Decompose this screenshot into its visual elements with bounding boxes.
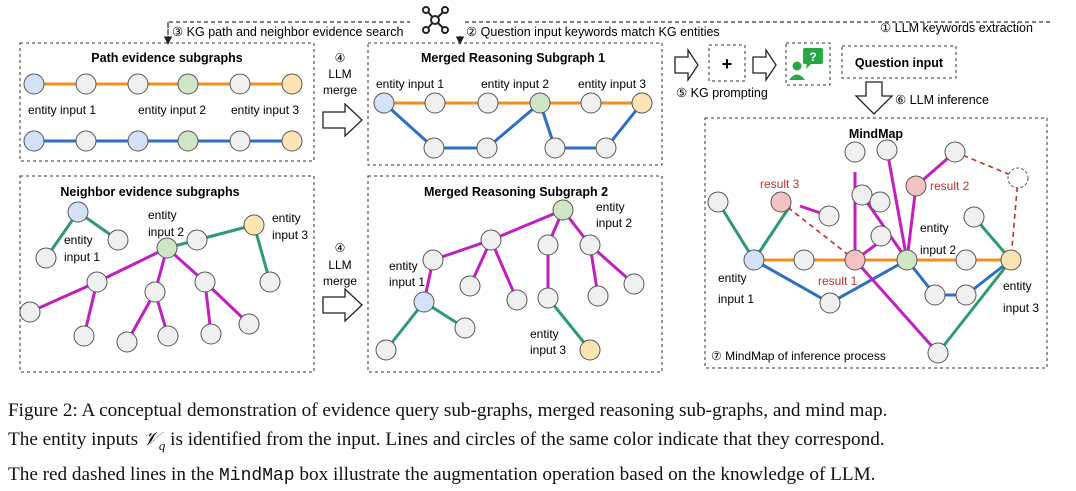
caption-line-3: The red dashed lines in the MindMap box …: [8, 463, 876, 486]
mindmap-panel: [704, 117, 1048, 369]
merged2-entity-1a: entity: [389, 259, 418, 273]
person-chat-icon: ?: [789, 48, 823, 80]
merged2-entity-2b: input 2: [596, 216, 632, 230]
mindmap-dashed-edges: [780, 151, 1019, 261]
mindmap-entity-1b: input 1: [718, 292, 754, 306]
path-nodes: [23, 73, 303, 152]
caption-line-2: The entity inputs 𝒱q is identified from …: [8, 429, 885, 453]
llm-merge-1: ④ LLM merge: [322, 51, 363, 138]
neighbor-entity-1b: input 1: [64, 250, 100, 264]
merged1-blue-edges: [382, 101, 644, 150]
svg-text:LLM: LLM: [328, 67, 351, 81]
path-entity-3: entity input 3: [231, 103, 299, 117]
neighbor-panel-title: Neighbor evidence subgraphs: [60, 185, 239, 199]
right-arrow-icon: [322, 287, 363, 323]
mindmap-result-1: result 1: [818, 274, 858, 288]
math-v-q: 𝒱q: [142, 429, 166, 453]
chat-box: [785, 42, 831, 86]
merged2-entity-2a: entity: [596, 200, 625, 214]
step6-label: ⑥ LLM inference: [895, 93, 989, 107]
neighbor-entity-2a: entity: [148, 208, 177, 222]
neighbor-evidence-panel: [19, 175, 315, 373]
mindmap-result-2: result 2: [930, 179, 970, 193]
svg-text:④: ④: [335, 51, 346, 65]
step1-label: ① LLM keywords extraction: [880, 21, 1033, 35]
merged-subgraph-1-panel: [367, 42, 663, 166]
merged2-entity-3a: entity: [530, 327, 559, 341]
neighbor-entity-1a: entity: [64, 233, 93, 247]
svg-text:merge: merge: [323, 274, 357, 288]
neighbor-entity-3b: input 3: [272, 228, 308, 242]
figure-caption: Figure 2: A conceptual demonstration of …: [8, 396, 1072, 491]
svg-text:LLM: LLM: [328, 258, 351, 272]
path-entity-2: entity input 2: [138, 103, 206, 117]
path-entity-1: entity input 1: [28, 103, 96, 117]
svg-text:④: ④: [335, 241, 346, 255]
llm-merge-2: ④ LLM merge: [322, 241, 363, 323]
mindmap-code: MindMap: [219, 465, 295, 486]
step2-label: ② Question input keywords match KG entit…: [466, 25, 720, 39]
neighbor-entity-2b: input 2: [148, 225, 184, 239]
mindmap-entity-2a: entity: [920, 221, 949, 235]
mindmap-entity-2b: input 2: [920, 243, 956, 257]
plus-box: [708, 44, 746, 82]
path-panel-title: Path evidence subgraphs: [91, 51, 242, 65]
right-arrow-icon: [674, 47, 699, 83]
plus-sign: +: [722, 54, 733, 74]
question-input-box: [841, 45, 957, 79]
mindmap-title: MindMap: [849, 127, 904, 141]
mindmap-entity-3b: input 3: [1003, 301, 1039, 315]
question-input-label: Question input: [855, 56, 944, 70]
merged1-entity-1: entity input 1: [376, 77, 444, 91]
svg-text:?: ?: [809, 50, 816, 64]
kg-hub-icon: [422, 6, 449, 34]
merged2-title: Merged Reasoning Subgraph 2: [424, 185, 608, 199]
merged2-nodes: [375, 199, 645, 361]
svg-text:merge: merge: [323, 83, 357, 97]
figure-diagram: ③ KG path and neighbor evidence search ②…: [19, 6, 1050, 373]
neighbor-nodes: [19, 201, 281, 353]
merged1-title: Merged Reasoning Subgraph 1: [421, 51, 605, 65]
mindmap-entity-3a: entity: [1003, 279, 1032, 293]
down-arrow-icon: [854, 81, 894, 115]
caption-line-1: Figure 2: A conceptual demonstration of …: [8, 400, 888, 421]
right-arrow-icon: [752, 47, 777, 83]
step7-label: ⑦ MindMap of inference process: [711, 349, 886, 363]
merged1-nodes: [373, 92, 653, 159]
merged1-entity-2: entity input 2: [481, 77, 549, 91]
path-evidence-panel: [19, 42, 315, 162]
merged2-entity-1b: input 1: [389, 275, 425, 289]
merged1-entity-3: entity input 3: [578, 77, 646, 91]
mindmap-entity-1a: entity: [718, 271, 747, 285]
neighbor-entity-3a: entity: [272, 211, 301, 225]
step3-label: ③ KG path and neighbor evidence search: [172, 25, 404, 39]
right-arrow-icon: [322, 102, 363, 138]
merged2-entity-3b: input 3: [530, 343, 566, 357]
merged-subgraph-2-panel: [367, 175, 663, 373]
step5-label: ⑤ KG prompting: [676, 86, 768, 100]
mindmap-result-3: result 3: [760, 177, 800, 191]
mindmap-nodes: [707, 139, 1029, 364]
